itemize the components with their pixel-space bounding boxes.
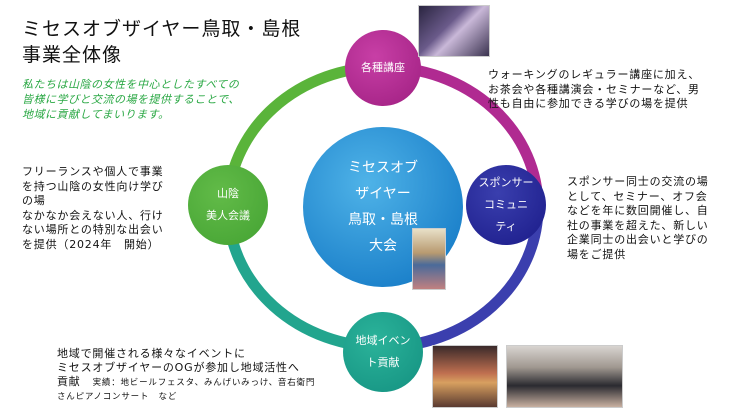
courses-description: ウォーキングのレギュラー講座に加え、お茶会や各種講演会・セミナーなど、男性も自由…	[488, 68, 701, 110]
node-local-events: 地域イベント貢献	[343, 312, 423, 392]
council-description: フリーランスや個人で事業を持つ山陰の女性向け学びの場なかなか会えない人、行けない…	[22, 165, 164, 251]
node-sanin-beauty-council: 山陰美人会議	[188, 165, 268, 245]
node-sponsor-community: スポンサーコミュニティ	[466, 165, 546, 245]
contest-photo	[412, 228, 446, 290]
page-title: ミセスオブザイヤー鳥取・島根 事業全体像	[22, 18, 302, 66]
events-description: 地域で開催される様々なイベントに ミセスオブザイヤーのOGが参加し地域活性へ 貢…	[57, 347, 316, 402]
sponsor-description: スポンサー同士の交流の場として、セミナー、オフ会などを年に数回開催し、自社の事業…	[567, 175, 709, 261]
node-courses: 各種講座	[345, 30, 421, 106]
center-event: ミセスオブザイヤー鳥取・島根大会	[348, 160, 418, 254]
courses-photo	[418, 5, 490, 57]
event-photo-1	[432, 345, 498, 408]
event-photo-2	[506, 345, 623, 408]
mission-statement: 私たちは山陰の女性を中心としたすべての 皆様に学びと交流の場を提供することで、 …	[22, 78, 240, 121]
